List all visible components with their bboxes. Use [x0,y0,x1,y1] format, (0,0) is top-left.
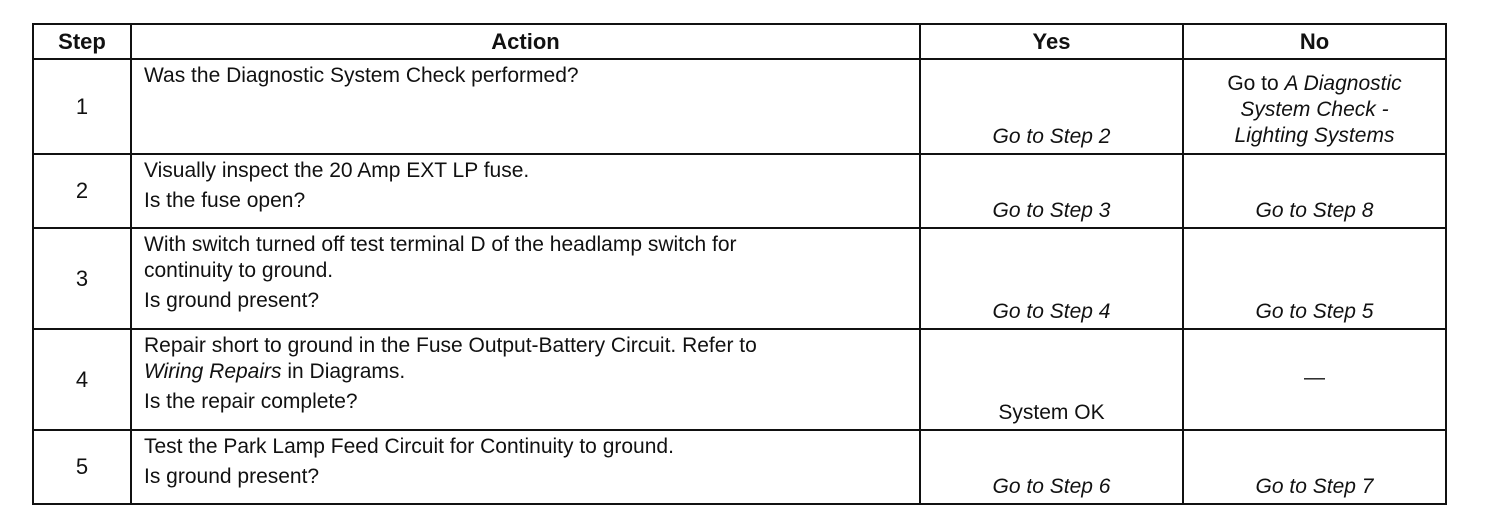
no-line-1: Go to A Diagnostic [1184,71,1445,97]
no-prefix: Go to [1227,72,1285,95]
action-text: continuity to ground. [144,259,334,282]
action-cell: Visually inspect the 20 Amp EXT LP fuse.… [130,153,921,229]
action-text: Test the Park Lamp Feed Circuit for Cont… [144,435,674,458]
step-number: 1 [32,58,132,155]
yes-cell: Go to Step 2 [919,58,1184,155]
diagnostic-table: Step Action Yes No 1 Was the Diagnostic … [32,23,1447,505]
no-cell: Go to Step 8 [1182,153,1447,229]
step-number: 2 [32,153,132,229]
yes-cell: Go to Step 3 [919,153,1184,229]
header-no: No [1182,23,1447,60]
step-number: 4 [32,328,132,431]
action-question: Is ground present? [144,289,320,312]
step-number: 5 [32,429,132,505]
yes-cell: System OK [919,328,1184,431]
wiring-repairs-reference: Wiring Repairs [144,360,282,383]
action-cell: Was the Diagnostic System Check performe… [130,58,921,155]
no-cell: Go to Step 7 [1182,429,1447,505]
action-cell: With switch turned off test terminal D o… [130,227,921,330]
no-cell: Go to A Diagnostic System Check - Lighti… [1182,58,1447,155]
action-question: Is the fuse open? [144,189,306,212]
table-row: 5 Test the Park Lamp Feed Circuit for Co… [32,429,1447,505]
table-row: 3 With switch turned off test terminal D… [32,227,1447,330]
yes-cell: Go to Step 6 [919,429,1184,505]
action-text: With switch turned off test terminal D o… [144,233,737,256]
action-cell: Test the Park Lamp Feed Circuit for Cont… [130,429,921,505]
yes-cell: Go to Step 4 [919,227,1184,330]
no-reference: A Diagnostic [1284,72,1402,95]
header-action: Action [130,23,921,60]
table-row: 4 Repair short to ground in the Fuse Out… [32,328,1447,431]
action-text: Visually inspect the 20 Amp EXT LP fuse. [144,159,530,182]
action-text: Was the Diagnostic System Check performe… [144,64,579,87]
step-number: 3 [32,227,132,330]
header-yes: Yes [919,23,1184,60]
no-line-3: Lighting Systems [1234,124,1395,147]
no-cell: — [1182,328,1447,431]
action-cell: Repair short to ground in the Fuse Outpu… [130,328,921,431]
no-line-2: System Check - [1240,98,1389,121]
action-text: Repair short to ground in the Fuse Outpu… [144,334,757,357]
action-question: Is ground present? [144,465,320,488]
action-text: Wiring Repairs in Diagrams. [144,359,907,385]
header-row: Step Action Yes No [32,23,1447,60]
no-cell: Go to Step 5 [1182,227,1447,330]
table-row: 1 Was the Diagnostic System Check perfor… [32,58,1447,155]
table-row: 2 Visually inspect the 20 Amp EXT LP fus… [32,153,1447,229]
action-question: Is the repair complete? [144,390,358,413]
header-step: Step [32,23,132,60]
action-text-tail: in Diagrams. [281,360,406,383]
